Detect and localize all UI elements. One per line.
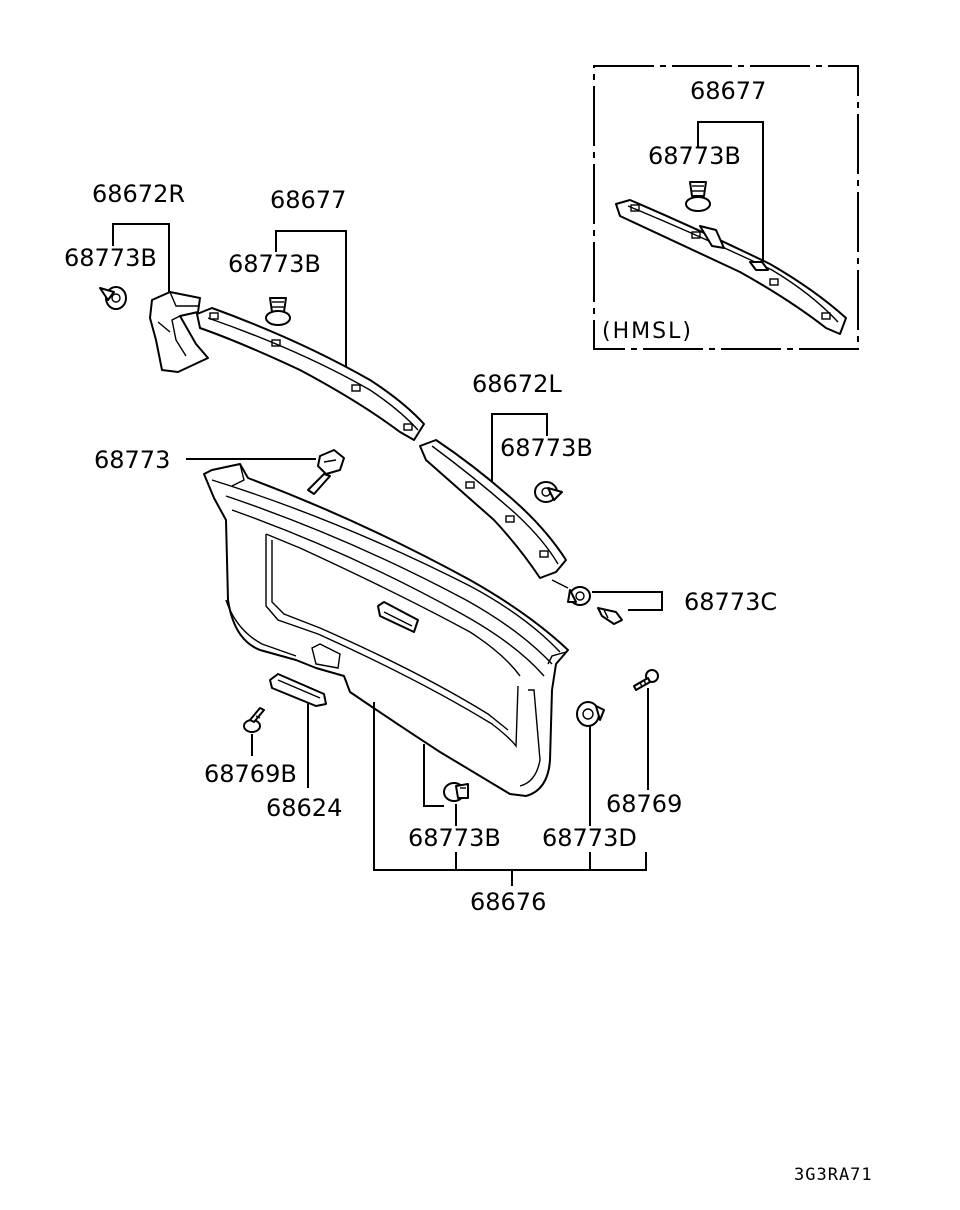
leader-pillar-l — [491, 413, 548, 484]
leader-lower-clip-b-a — [423, 744, 444, 807]
pillar-l-clip-icon — [534, 481, 563, 503]
inset-caption: (HMSL) — [602, 319, 693, 344]
leader-pillar-r — [112, 223, 170, 292]
clip-c-icon — [567, 586, 591, 606]
label-pillar-r: 68672R — [92, 180, 185, 208]
screw-icon — [633, 669, 659, 691]
label-upper-trim: 68677 — [270, 186, 346, 214]
label-lower-clip-b: 68773B — [408, 824, 501, 852]
pillar-r-clip-icon — [99, 286, 127, 310]
callout-pillar-r: 68672R 68773B — [64, 180, 209, 373]
label-pillar-l-clip: 68773B — [500, 434, 593, 462]
inset-hmsl-trim — [615, 199, 847, 335]
diagram-code: 3G3RA71 — [794, 1165, 873, 1185]
label-screw-b: 68769B — [204, 760, 297, 788]
upper-trim-clip-icon — [265, 297, 291, 326]
callout-screw: 68769 — [606, 669, 682, 818]
callout-door-trim: 68676 — [373, 702, 647, 916]
leader-clip-c-dash — [551, 579, 569, 589]
label-top-fastener: 68773 — [94, 446, 170, 474]
upper-trim-part — [196, 307, 425, 441]
inset-label-trim: 68677 — [690, 77, 766, 105]
inset-border — [593, 65, 859, 350]
callout-upper-trim: 68677 68773B — [196, 186, 425, 441]
label-screw: 68769 — [606, 790, 682, 818]
pillar-r-trim — [149, 291, 209, 373]
callout-clip-c: 68773C — [551, 579, 777, 625]
callout-pillar-l: 68672L 68773B — [419, 370, 593, 579]
callout-handle: 68624 — [266, 673, 342, 822]
clip-d-icon — [576, 701, 605, 727]
label-upper-trim-clip: 68773B — [228, 250, 321, 278]
label-handle: 68624 — [266, 794, 342, 822]
callout-clip-d: 68773D — [542, 701, 637, 852]
leader-upper-trim — [275, 230, 347, 372]
label-clip-d: 68773D — [542, 824, 637, 852]
label-clip-c: 68773C — [684, 588, 777, 616]
label-pillar-l: 68672L — [472, 370, 562, 398]
inset-hmsl: 68677 68773B (HMSL) — [593, 65, 859, 350]
label-pillar-r-clip: 68773B — [64, 244, 157, 272]
inset-leader-trim — [697, 121, 764, 262]
lower-clip-b-icon — [443, 782, 469, 802]
top-fastener-icon — [307, 449, 345, 495]
pillar-l-trim — [419, 439, 567, 579]
leader-clip-c — [592, 591, 663, 611]
leader-door-trim-bracket — [373, 702, 647, 871]
callout-lower-clip-b: 68773B — [408, 744, 501, 852]
clip-c-pin-icon — [597, 607, 623, 625]
callout-screw-b: 68769B — [204, 707, 297, 788]
label-door-trim: 68676 — [470, 888, 546, 916]
screw-b-icon — [243, 707, 265, 733]
door-trim-panel — [203, 463, 569, 797]
handle-icon — [269, 673, 327, 707]
inset-label-clip: 68773B — [648, 142, 741, 170]
callout-top-fastener: 68773 — [94, 446, 345, 495]
inset-clip-icon — [685, 181, 711, 212]
